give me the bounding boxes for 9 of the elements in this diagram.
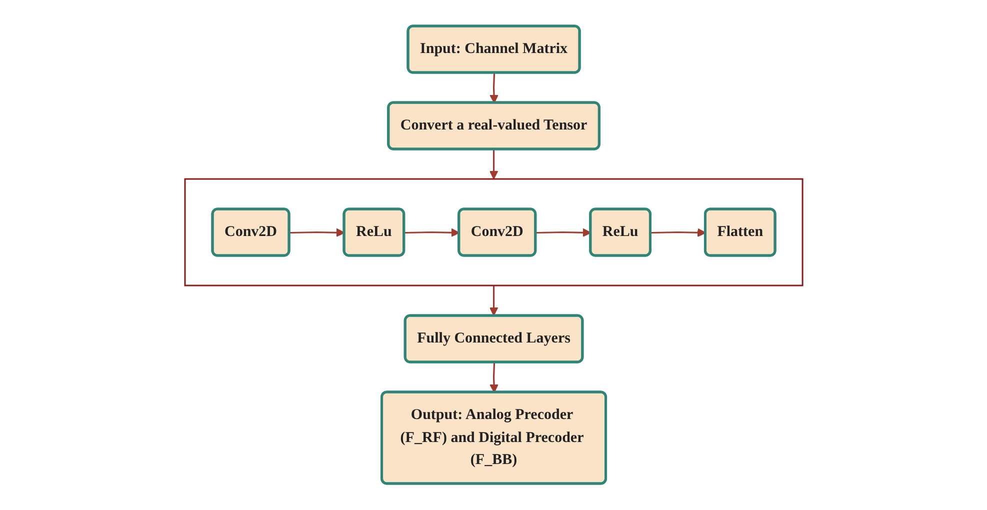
arrow <box>489 362 498 394</box>
arrow <box>489 149 498 180</box>
arrow <box>536 228 591 238</box>
arrow <box>289 228 345 238</box>
arrow <box>404 228 460 238</box>
arrow <box>650 228 706 238</box>
arrow <box>489 286 498 316</box>
arrow <box>489 73 498 104</box>
cluster <box>184 178 804 286</box>
